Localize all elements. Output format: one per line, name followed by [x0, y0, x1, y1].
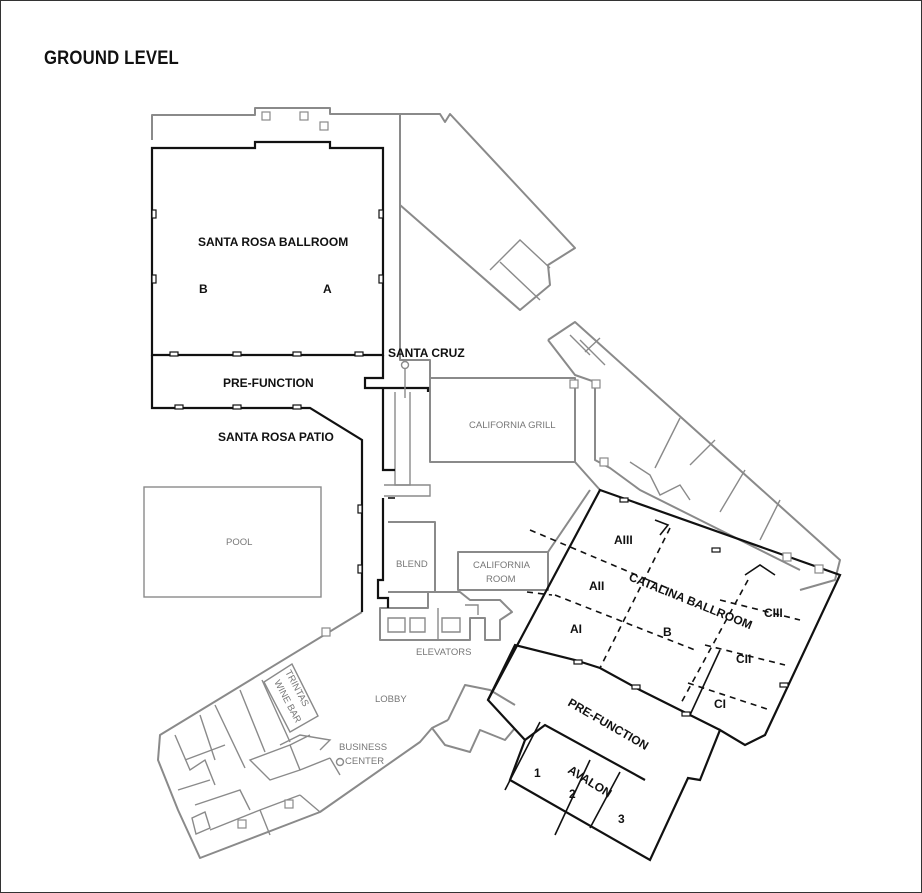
ai-label: AI	[570, 622, 582, 636]
door-marks	[151, 111, 824, 829]
pool-outline	[143, 486, 322, 598]
avalon-1-label: 1	[534, 766, 541, 780]
california-room-label-2: ROOM	[486, 574, 516, 585]
map-title: GROUND LEVEL	[44, 48, 179, 69]
pre-function-top-label: PRE-FUNCTION	[223, 376, 314, 390]
santa-rosa-a-label: A	[323, 282, 332, 296]
santa-rosa-patio-label: SANTA ROSA PATIO	[218, 430, 334, 444]
california-room-label-1: CALIFORNIA	[473, 560, 531, 571]
blend-label: BLEND	[396, 559, 428, 570]
avalon-2-label: 2	[569, 787, 576, 801]
catalina-b-label: B	[663, 625, 672, 639]
elevators-label: ELEVATORS	[416, 647, 471, 658]
catalina-ballroom-label: CATALINA BALLROOM	[627, 570, 754, 632]
cii-label: CII	[736, 652, 751, 666]
aii-label: AII	[589, 579, 604, 593]
santa-cruz-label: SANTA CRUZ	[388, 346, 465, 360]
avalon-3-label: 3	[618, 812, 625, 826]
catalina-dividers	[526, 527, 801, 711]
business-center-marker	[335, 757, 345, 767]
ci-label: CI	[714, 697, 726, 711]
pool-label: POOL	[226, 537, 252, 548]
ciii-label: CIII	[764, 606, 783, 620]
santa-cruz-marker	[400, 360, 410, 370]
building-outline	[143, 107, 841, 859]
california-grill-label: CALIFORNIA GRILL	[469, 420, 556, 431]
santa-rosa-ballroom-label: SANTA ROSA BALLROOM	[198, 235, 348, 249]
business-center-label-2: CENTER	[345, 756, 384, 767]
santa-rosa-ballroom-outline	[150, 140, 430, 612]
santa-rosa-b-label: B	[199, 282, 208, 296]
business-center-label-1: BUSINESS	[339, 742, 387, 753]
lobby-label: LOBBY	[375, 694, 407, 705]
catalina-ballroom-outline	[486, 488, 842, 862]
aiii-label: AIII	[614, 533, 633, 547]
